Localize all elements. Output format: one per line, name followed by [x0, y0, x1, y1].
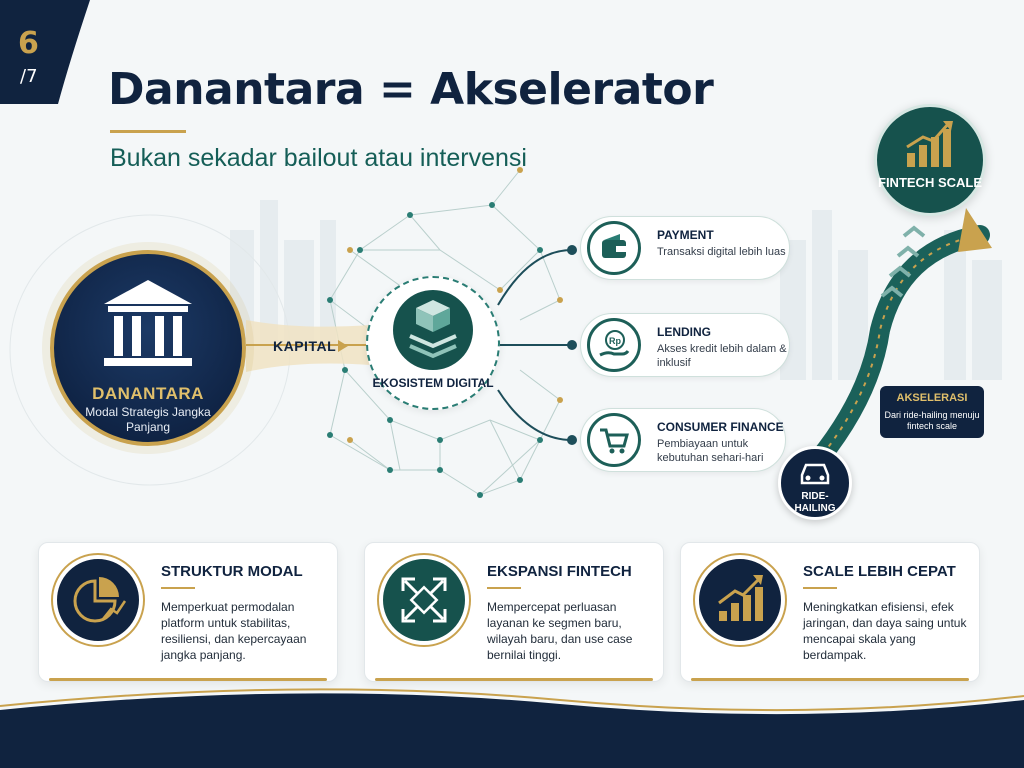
- page-badge-shape: [0, 0, 90, 104]
- page-number: 6: [18, 26, 39, 61]
- bar-chart-growth-icon: [695, 555, 785, 645]
- wallet-icon: [587, 221, 641, 275]
- page-subtitle: Bukan sekadar bailout atau intervensi: [110, 144, 527, 172]
- branch-lending: Rp LENDING Akses kredit lebih dalam & in…: [580, 313, 790, 377]
- card-struktur-modal: STRUKTUR MODAL Memperkuat permodalan pla…: [38, 542, 338, 682]
- danantara-desc: Modal Strategis Jangka Panjang: [85, 405, 211, 434]
- kapital-label: KAPITAL: [273, 338, 337, 354]
- card-rule: [161, 587, 195, 589]
- branch-desc: Transaksi digital lebih luas: [657, 246, 786, 258]
- fintech-scale-label: FINTECH SCALE: [878, 175, 982, 190]
- danantara-circle: DANANTARA Modal Strategis Jangka Panjang: [50, 250, 246, 446]
- card-ekspansi-fintech: EKSPANSI FINTECH Mempercepat perluasan l…: [364, 542, 664, 682]
- digital-blocks-icon: [393, 290, 473, 370]
- card-desc: Memperkuat permodalan platform untuk sta…: [161, 600, 307, 662]
- branch-title: PAYMENT: [657, 228, 714, 242]
- akselerasi-callout: AKSELERASI Dari ride-hailing menuju fint…: [880, 386, 984, 438]
- card-rule: [803, 587, 837, 589]
- car-icon: [800, 463, 830, 485]
- branch-desc: Pembiayaan untuk kebutuhan sehari-hari: [657, 438, 764, 464]
- ride-hailing-circle: RIDE-HAILING: [778, 446, 852, 520]
- footer-wave: [0, 688, 1024, 768]
- title-underline: [110, 130, 186, 133]
- bar-chart-growth-icon: [906, 121, 953, 167]
- svg-text:Rp: Rp: [609, 336, 621, 346]
- card-desc: Meningkatkan efisiensi, efek jaringan, d…: [803, 600, 967, 662]
- branch-title: CONSUMER FINANCE: [657, 420, 784, 434]
- page-total: /7: [20, 66, 38, 87]
- card-scale-lebih-cepat: SCALE LEBIH CEPAT Meningkatkan efisiensi…: [680, 542, 980, 682]
- shopping-cart-icon: [587, 413, 641, 467]
- card-rule: [487, 587, 521, 589]
- card-title: SCALE LEBIH CEPAT: [803, 563, 956, 580]
- expand-arrows-icon: [379, 555, 469, 645]
- ecosystem-label: EKOSISTEM DIGITAL: [372, 376, 494, 390]
- page-title: Danantara = Akselerator: [108, 64, 714, 115]
- rupiah-hand-icon: Rp: [587, 318, 641, 372]
- akselerasi-title: AKSELERASI: [896, 392, 968, 404]
- card-desc: Mempercepat perluasan layanan ke segmen …: [487, 600, 633, 662]
- pie-chart-growth-icon: [53, 555, 143, 645]
- card-accent-bar: [375, 678, 653, 681]
- akselerasi-desc: Dari ride-hailing menuju fintech scale: [884, 410, 980, 431]
- ride-hailing-label: RIDE-HAILING: [794, 491, 836, 514]
- branch-consumer-finance: CONSUMER FINANCE Pembiayaan untuk kebutu…: [580, 408, 786, 472]
- card-accent-bar: [49, 678, 327, 681]
- card-accent-bar: [691, 678, 969, 681]
- card-title: EKSPANSI FINTECH: [487, 563, 632, 580]
- play-arrow-icon: [338, 340, 348, 352]
- branch-desc: Akses kredit lebih dalam & inklusif: [657, 343, 787, 369]
- branch-payment: PAYMENT Transaksi digital lebih luas: [580, 216, 790, 280]
- card-title: STRUKTUR MODAL: [161, 563, 303, 580]
- ecosystem-circle: EKOSISTEM DIGITAL: [366, 276, 500, 410]
- bank-building-icon: [104, 280, 192, 366]
- fintech-scale-circle: FINTECH SCALE: [874, 104, 986, 216]
- branch-title: LENDING: [657, 325, 711, 339]
- danantara-name: DANANTARA: [92, 384, 204, 403]
